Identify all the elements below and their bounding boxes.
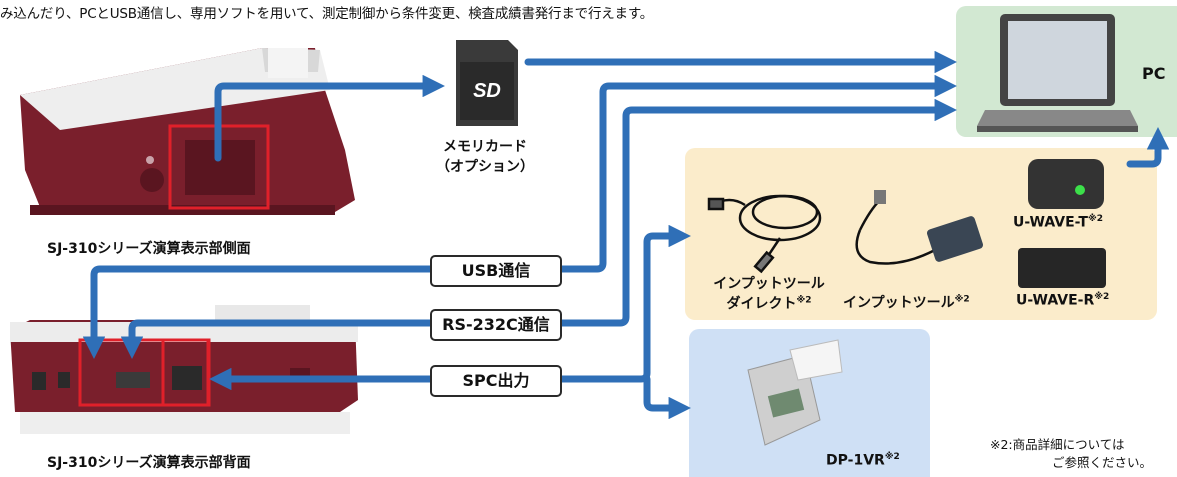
arrow-spc-to-printer [643, 375, 691, 420]
uwave-r-label: U-WAVE-R※2 [1016, 292, 1110, 309]
footnote-line1: ※2:商品詳細については [990, 437, 1125, 452]
arrow-rs232c-to-pc [556, 98, 957, 327]
uwave-r-image [1018, 248, 1106, 288]
rs232c-label: RS-232C通信 [430, 309, 562, 341]
dp1vr-label: DP-1VR※2 [826, 452, 900, 469]
uwave-t-label: U-WAVE-T※2 [1013, 214, 1103, 231]
memory-card-label: メモリカード （オプション） [420, 136, 550, 176]
arrow-usb-to-device [82, 265, 434, 359]
memory-card-line2: （オプション） [436, 159, 534, 175]
input-tool-label: インプットツール※2 [843, 294, 970, 311]
memory-card-line1: メモリカード [443, 139, 527, 155]
arrow-rs232c-to-device [120, 319, 434, 359]
dp1vr-printer-image [747, 339, 843, 446]
spc-label: SPC出力 [430, 365, 562, 397]
device-side-caption: SJ-310シリーズ演算表示部側面 [47, 241, 251, 257]
arrow-inputtools-to-pc [1126, 127, 1170, 168]
uwave-t-image [1028, 159, 1104, 209]
device-back-caption: SJ-310シリーズ演算表示部背面 [47, 455, 251, 471]
intro-text: み込んだり、PCとUSB通信し、専用ソフトを用いて、測定制御から条件変更、検査成… [0, 6, 654, 22]
input-tool-direct-image [707, 194, 822, 274]
laptop-image [977, 14, 1138, 132]
port-highlight-right [161, 338, 211, 407]
usb-label: USB通信 [430, 255, 562, 287]
input-tool-image [855, 190, 983, 265]
input-tool-direct-label: インプットツール ダイレクト※2 [713, 276, 825, 312]
arrow-usb-to-pc [556, 74, 957, 273]
arrow-spc-to-inputtools [556, 224, 691, 383]
footnote-line2: ご参照ください。 [1052, 455, 1153, 470]
arrows [82, 50, 1170, 420]
arrow-device-to-sdcard [214, 74, 445, 162]
pc-label: PC [1142, 64, 1166, 83]
sd-logo: SD [473, 80, 501, 102]
sd-card-image: SD [456, 40, 518, 126]
